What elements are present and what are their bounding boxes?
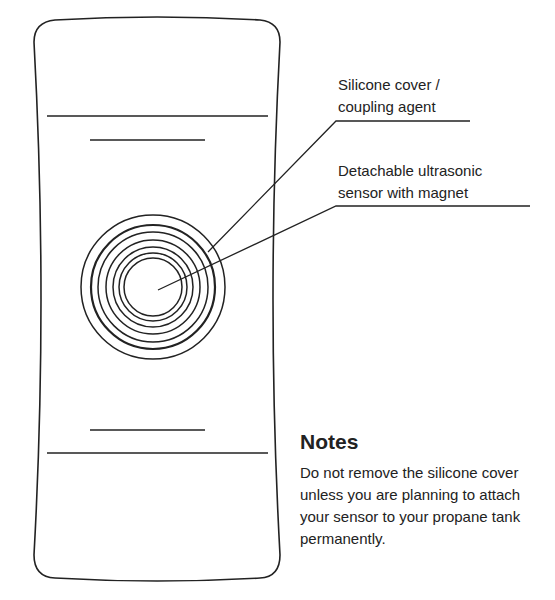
notes-text: Do not remove the silicone cover unless … xyxy=(300,462,535,550)
strap-line xyxy=(90,429,205,430)
strap-line xyxy=(47,452,268,453)
strap-line xyxy=(90,139,205,140)
part-label: Detachable ultrasonic sensor with magnet xyxy=(338,160,528,204)
leader-line xyxy=(158,206,530,290)
device-outline xyxy=(34,17,280,581)
part-label: Silicone cover / coupling agent xyxy=(338,74,478,118)
strap-line xyxy=(47,115,268,116)
sensor-rings xyxy=(81,215,225,359)
notes-heading: Notes xyxy=(300,429,500,455)
